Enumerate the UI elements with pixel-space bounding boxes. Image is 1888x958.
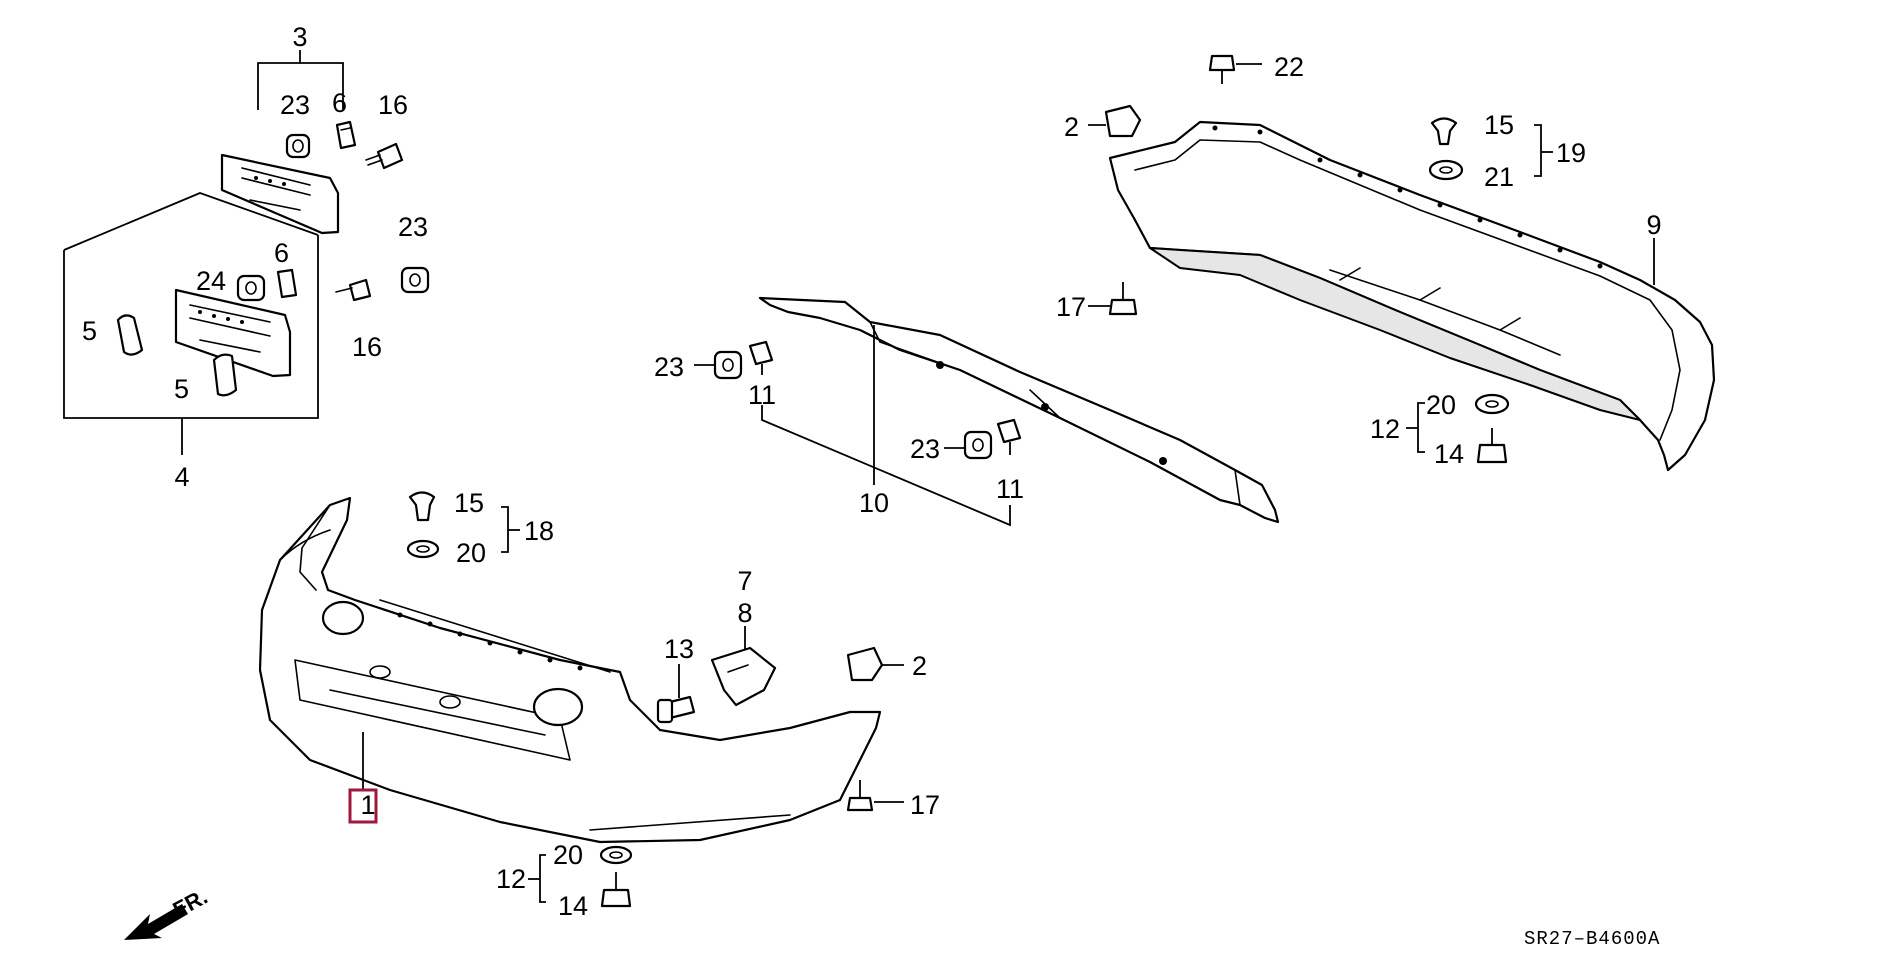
callout-23-lower-left: 23 (398, 212, 428, 242)
leader-4-top (63, 192, 319, 251)
lower-plate-bracket (174, 288, 292, 378)
callout-5-lower: 5 (174, 374, 189, 404)
end-cap-5-lower (212, 353, 238, 397)
callout-14-bottom: 14 (558, 891, 588, 921)
callout-8: 8 (737, 598, 752, 628)
callout-2-front: 2 (912, 651, 927, 681)
callout-15-front: 15 (454, 488, 484, 518)
leader-4-frame (63, 235, 319, 419)
clip-2-front (846, 646, 904, 682)
callout-12-rear: 12 (1370, 414, 1400, 444)
callout-20-bottom: 20 (553, 840, 583, 870)
washer-21 (1428, 159, 1464, 181)
bracket-19 (1534, 124, 1542, 177)
washer-20-rear (1474, 393, 1510, 415)
rear-bumper (1108, 120, 1716, 472)
front-bumper (258, 496, 882, 844)
bolt-14-rear (1476, 428, 1508, 464)
washer-20-bottom (599, 845, 633, 865)
nut-23-mid-lower (944, 430, 993, 460)
clip-15-rear (1430, 117, 1458, 146)
bracket-18 (501, 506, 509, 553)
bracket-7-8 (710, 626, 777, 707)
callout-24: 24 (196, 266, 226, 296)
callout-labels: 1 2 2 3 4 5 5 6 6 7 8 9 10 11 11 12 12 1… (82, 22, 1662, 921)
callout-23-upper: 23 (280, 90, 310, 120)
front-direction-arrow: FR. (124, 884, 212, 940)
callout-20-rear: 20 (1426, 390, 1456, 420)
callout-12-bottom: 12 (496, 864, 526, 894)
nut-23-mid-upper (694, 350, 743, 380)
screw-17-front (846, 780, 904, 812)
callout-11-upper: 11 (748, 380, 776, 410)
callout-3: 3 (292, 22, 307, 52)
end-cap-5-upper (116, 314, 144, 356)
callout-13: 13 (664, 634, 694, 664)
callout-15-rear: 15 (1484, 110, 1514, 140)
clip-2-rear (1088, 104, 1142, 138)
callout-1: 1 (360, 790, 375, 820)
bracket-12-rear (1417, 402, 1425, 453)
callout-23-mid-lower: 23 (910, 434, 940, 464)
callout-17-front: 17 (910, 790, 940, 820)
callout-22: 22 (1274, 52, 1304, 82)
callout-4: 4 (174, 462, 189, 492)
washer-20-front (406, 539, 440, 559)
rear-reinforcement (758, 296, 1280, 524)
screw-16-lower (335, 278, 372, 302)
clip-22 (1208, 54, 1262, 84)
callout-16-upper: 16 (378, 90, 408, 120)
diagram-code: SR27–B4600A (1524, 928, 1660, 950)
nut-23-upper (285, 133, 311, 159)
screw-16-upper (365, 142, 404, 170)
callout-21: 21 (1484, 162, 1514, 192)
callout-10: 10 (859, 488, 889, 518)
bolt-13 (656, 664, 696, 724)
clip-11-lower (996, 418, 1022, 455)
callout-17-rear: 17 (1056, 292, 1086, 322)
bracket-12-bottom (539, 854, 546, 903)
callout-19: 19 (1556, 138, 1586, 168)
clip-6-lower (276, 268, 298, 299)
clip-15-front (408, 491, 436, 522)
nut-24 (236, 274, 266, 302)
callout-7: 7 (737, 566, 752, 596)
leader-11-pair (761, 405, 1011, 527)
upper-plate-bracket (220, 153, 340, 235)
bolt-14-bottom (600, 872, 632, 908)
callout-11-lower: 11 (996, 474, 1024, 504)
plate-bracket-group (63, 50, 430, 455)
callout-23-mid-upper: 23 (654, 352, 684, 382)
clip-6-upper (335, 120, 357, 150)
callout-18: 18 (524, 516, 554, 546)
callout-9: 9 (1646, 210, 1661, 240)
callout-6-lower: 6 (274, 238, 289, 268)
callout-16-lower: 16 (352, 332, 382, 362)
callout-6-upper: 6 (332, 88, 347, 118)
nut-23-lower-left (400, 266, 430, 294)
part-1-highlight-box (348, 788, 378, 824)
callout-14-rear: 14 (1434, 439, 1464, 469)
clip-11-upper (748, 340, 774, 375)
callout-2-rear: 2 (1064, 112, 1079, 142)
screw-17-rear (1088, 282, 1138, 316)
callout-5-upper: 5 (82, 316, 97, 346)
callout-20-front: 20 (456, 538, 486, 568)
